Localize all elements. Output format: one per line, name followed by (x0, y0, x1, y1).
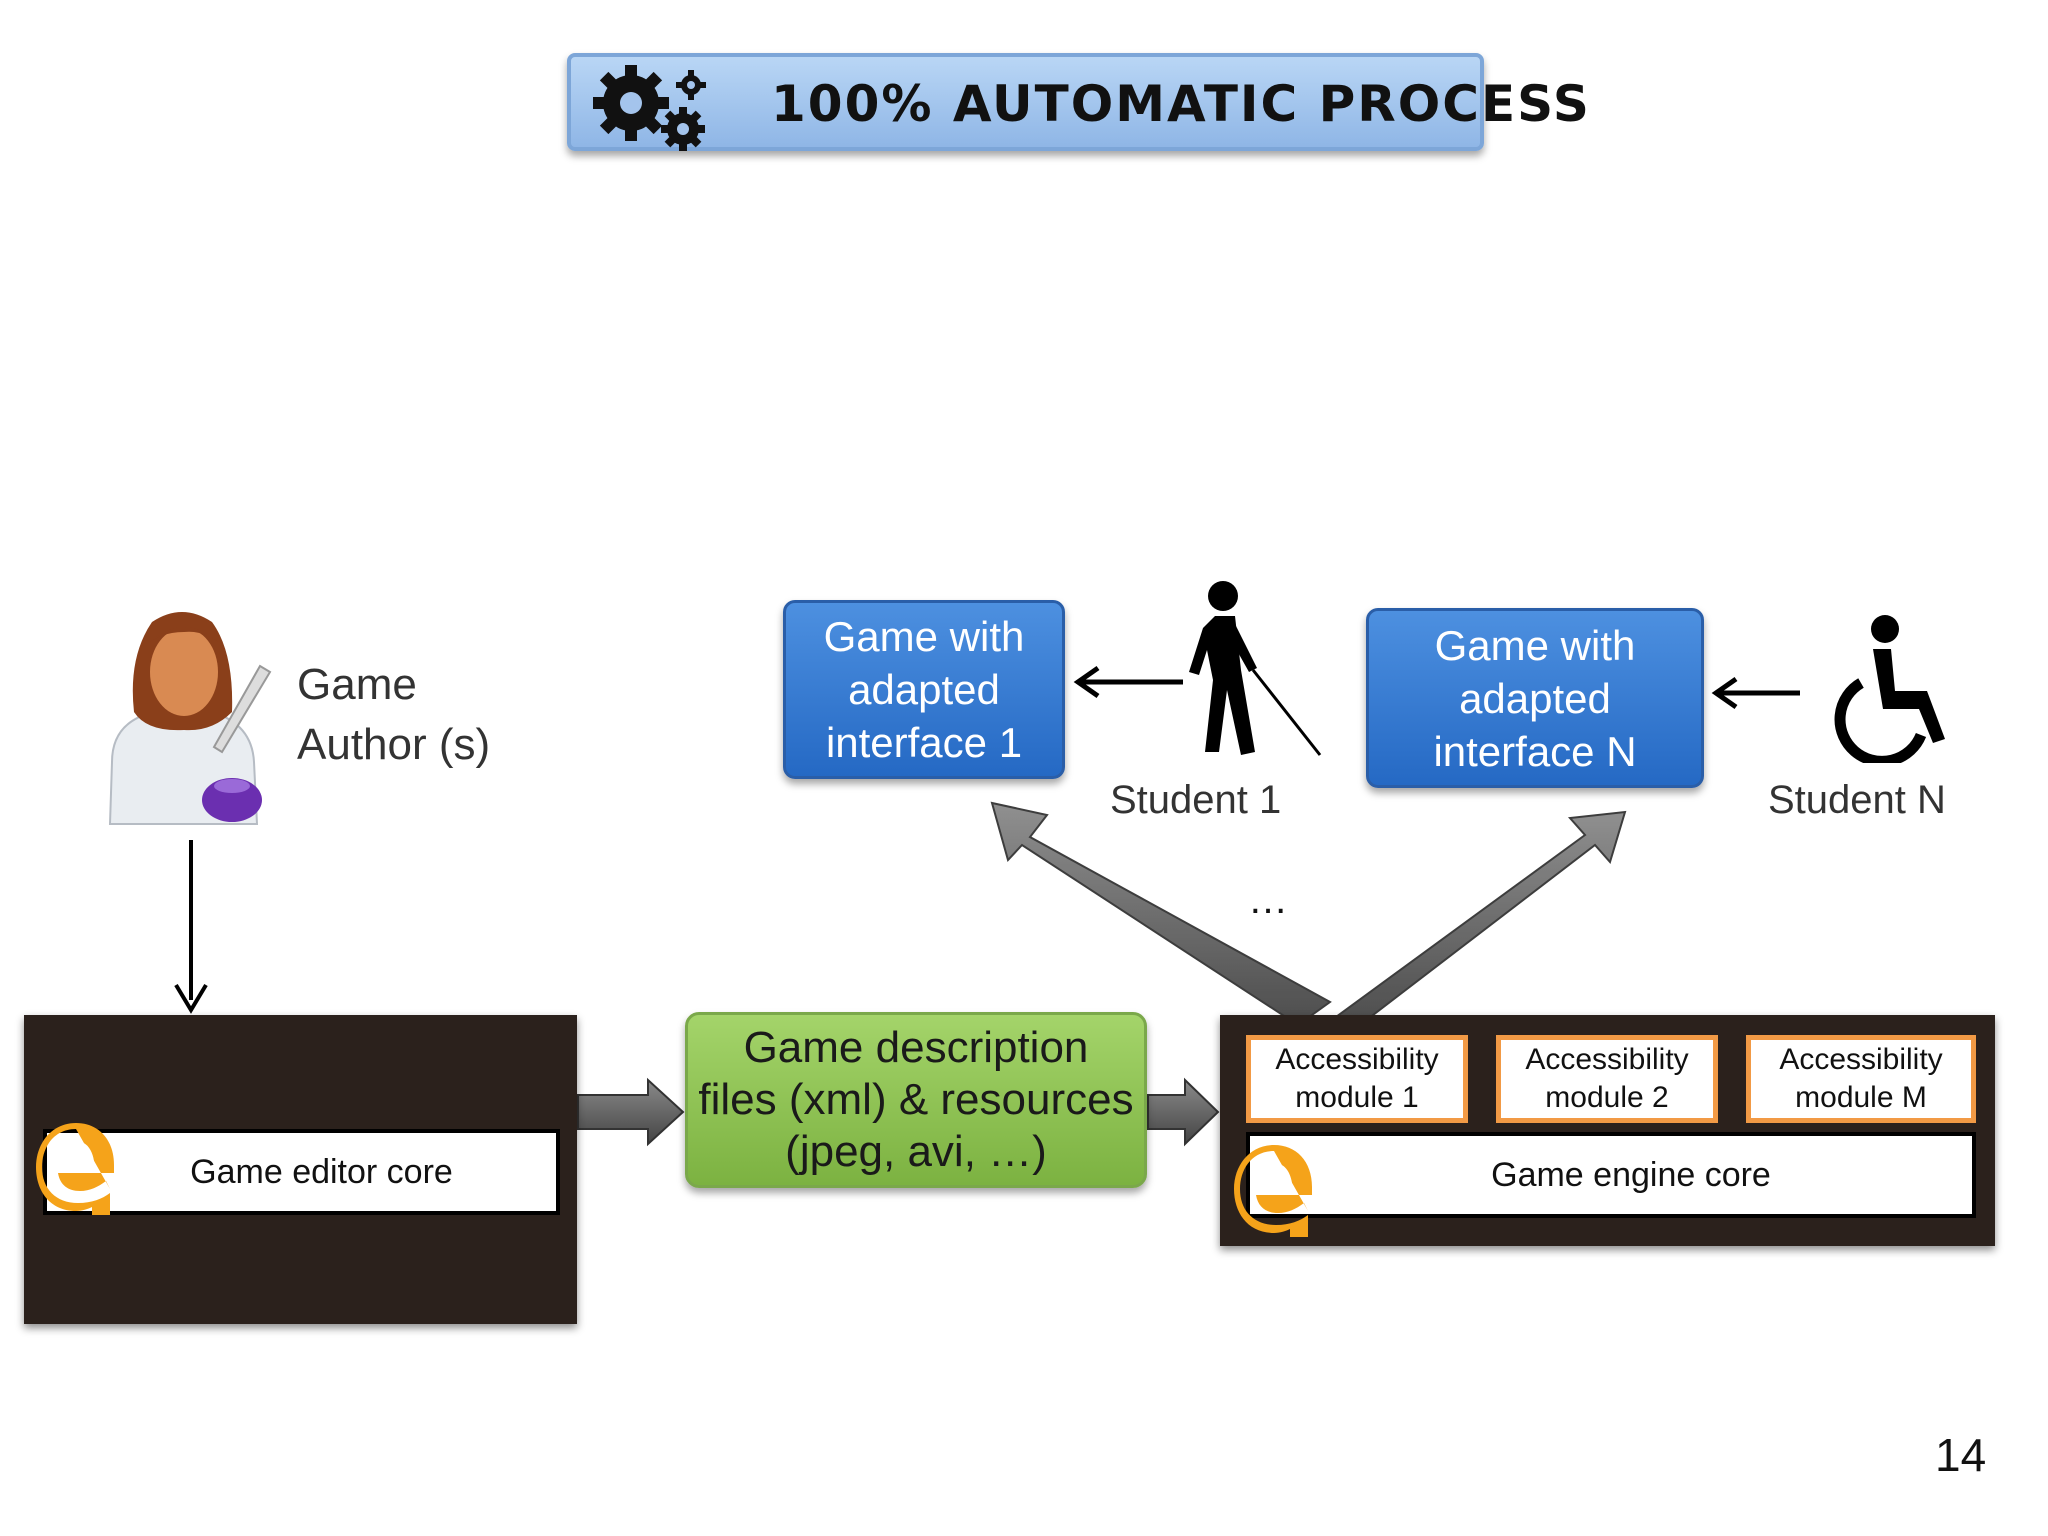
arrow-author-to-editor-head (174, 983, 208, 1014)
module-1-line2: module 1 (1295, 1081, 1419, 1114)
page-number: 14 (1935, 1429, 1987, 1481)
game-editor-box: Game editor core (24, 1015, 577, 1324)
author-avatar-icon (108, 612, 272, 825)
module-m-line1: Accessibility (1779, 1043, 1943, 1076)
game-engine-box: Accessibility module 1 Accessibility mod… (1220, 1015, 1995, 1246)
description-line3: (jpeg, avi, …) (785, 1127, 1047, 1176)
arrow-editor-to-description (577, 1077, 685, 1147)
accessibility-module-2: Accessibility module 2 (1496, 1035, 1718, 1123)
gears-icon (593, 65, 706, 151)
description-line2: files (xml) & resources (698, 1075, 1134, 1124)
description-line1: Game description (743, 1023, 1089, 1072)
arrow-student1-to-game1-head (1073, 665, 1100, 699)
game1-line1: Game with (823, 613, 1025, 660)
arrow-engine-to-gameN (1321, 810, 1627, 1026)
student-1-label: Student 1 (1110, 778, 1282, 822)
gameN-line1: Game with (1434, 621, 1636, 669)
game-description-box: Game description files (xml) & resources… (685, 1012, 1147, 1188)
editor-logo-icon (36, 1123, 116, 1215)
game-interface-n-box: Game with adapted interface N (1366, 608, 1704, 788)
game1-line3: interface 1 (825, 719, 1023, 766)
gameN-line2: adapted (1459, 674, 1611, 722)
author-label-line1: Game (297, 660, 417, 709)
game1-line2: adapted (848, 666, 1000, 713)
module-2-line1: Accessibility (1525, 1043, 1689, 1076)
title-banner: 100% AUTOMATIC PROCESS (567, 53, 1591, 151)
arrow-description-to-engine (1147, 1077, 1220, 1147)
arrow-studentN-to-gameN-head (1711, 676, 1738, 710)
banner-title: 100% AUTOMATIC PROCESS (771, 75, 1591, 133)
accessibility-module-m: Accessibility module M (1746, 1035, 1976, 1123)
ellipsis-label: … (1248, 878, 1288, 922)
game-editor-core-bar: Game editor core (43, 1129, 560, 1215)
game-interface-1-box: Game with adapted interface 1 (783, 600, 1065, 779)
module-2-line2: module 2 (1545, 1081, 1669, 1114)
gameN-line3: interface N (1433, 727, 1637, 775)
game-engine-core-bar: Game engine core (1246, 1132, 1976, 1218)
module-1-line1: Accessibility (1275, 1043, 1439, 1076)
blind-person-icon (1189, 581, 1322, 756)
game-engine-core-label: Game engine core (1491, 1155, 1771, 1194)
module-m-line2: module M (1795, 1081, 1927, 1114)
wheelchair-icon (1834, 615, 1945, 763)
engine-logo-icon (1234, 1145, 1314, 1237)
author-label-line2: Author (s) (297, 720, 491, 769)
student-n-label: Student N (1768, 778, 1946, 822)
arrow-engine-to-game1 (990, 801, 1332, 1027)
accessibility-module-1: Accessibility module 1 (1246, 1035, 1468, 1123)
game-editor-core-label: Game editor core (190, 1152, 453, 1191)
